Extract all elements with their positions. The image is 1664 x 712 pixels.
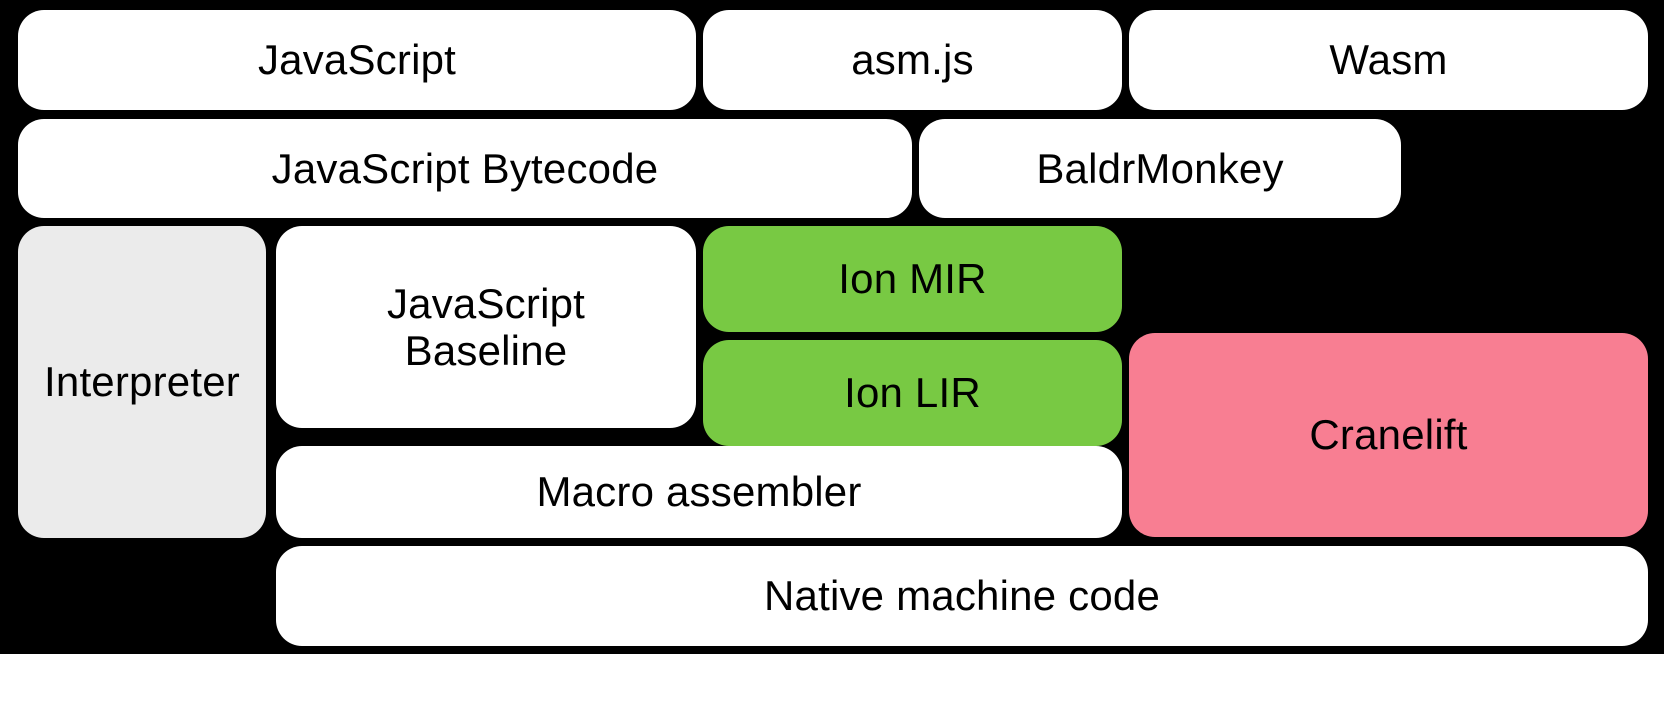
node-javascript-baseline[interactable]: JavaScript Baseline [276,226,696,428]
node-baldrmonkey[interactable]: BaldrMonkey [919,119,1401,218]
node-native-machine-code[interactable]: Native machine code [276,546,1648,646]
node-ion-lir[interactable]: Ion LIR [703,340,1122,446]
node-ion-mir[interactable]: Ion MIR [703,226,1122,332]
node-javascript[interactable]: JavaScript [18,10,696,110]
node-macro-assembler[interactable]: Macro assembler [276,446,1122,538]
node-wasm[interactable]: Wasm [1129,10,1648,110]
node-asm-js[interactable]: asm.js [703,10,1122,110]
node-interpreter[interactable]: Interpreter [18,226,266,538]
node-javascript-bytecode[interactable]: JavaScript Bytecode [18,119,912,218]
node-cranelift[interactable]: Cranelift [1129,333,1648,537]
